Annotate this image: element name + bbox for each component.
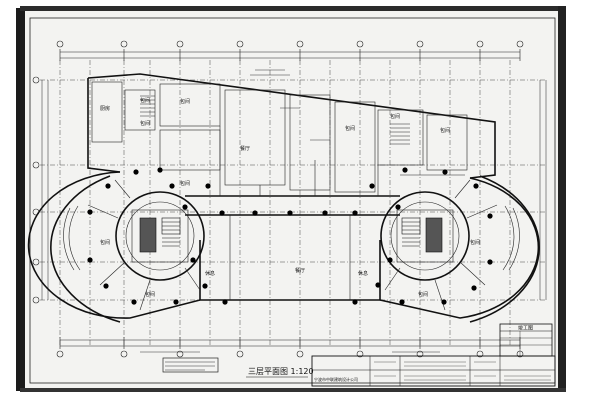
room-label: 包间 [470,239,480,246]
paper-sheet [20,8,564,391]
room-label: 包间 [140,97,150,104]
room-label: 包间 [100,239,110,246]
room-label: 休息 [358,270,368,277]
drawing-title: 三层平面图 1:120 [248,367,314,376]
room-label: 休息 [205,270,215,277]
left-scan-border [16,8,25,391]
title-block: 宁波市中联建筑设计公司 [311,355,556,387]
room-labels: 厨房 包间 包间 包间 餐厅 餐厅 包间 包间 包间 包间 包间 包间 休息 休… [100,97,480,298]
room-label: 包间 [418,291,428,298]
upper-stairs [140,95,410,145]
room-label: 厨房 [100,105,110,112]
title-block-header: 竣工图 [518,325,533,332]
left-tower [27,171,205,323]
room-label: 包间 [140,120,150,127]
company-stamp [162,357,219,373]
company-name: 宁波市中联建筑设计公司 [314,376,358,382]
room-label: 包间 [390,113,400,120]
room-label: 餐厅 [295,267,305,274]
room-label: 包间 [345,125,355,132]
top-scan-border [20,6,566,11]
drawing-frame [29,17,556,384]
room-label: 餐厅 [240,145,250,152]
right-tower [379,175,540,323]
room-label: 包间 [180,98,190,105]
right-scan-border [558,6,566,392]
annotation-marks [140,69,440,353]
axis-bubbles [32,40,524,358]
completion-stamp: 竣工图 [499,323,553,357]
dimension-lines [41,49,547,349]
structural-columns [87,167,493,305]
room-label: 包间 [180,180,190,187]
room-label: 包间 [145,291,155,298]
room-label: 包间 [440,127,450,134]
bottom-scan-border [20,388,566,392]
